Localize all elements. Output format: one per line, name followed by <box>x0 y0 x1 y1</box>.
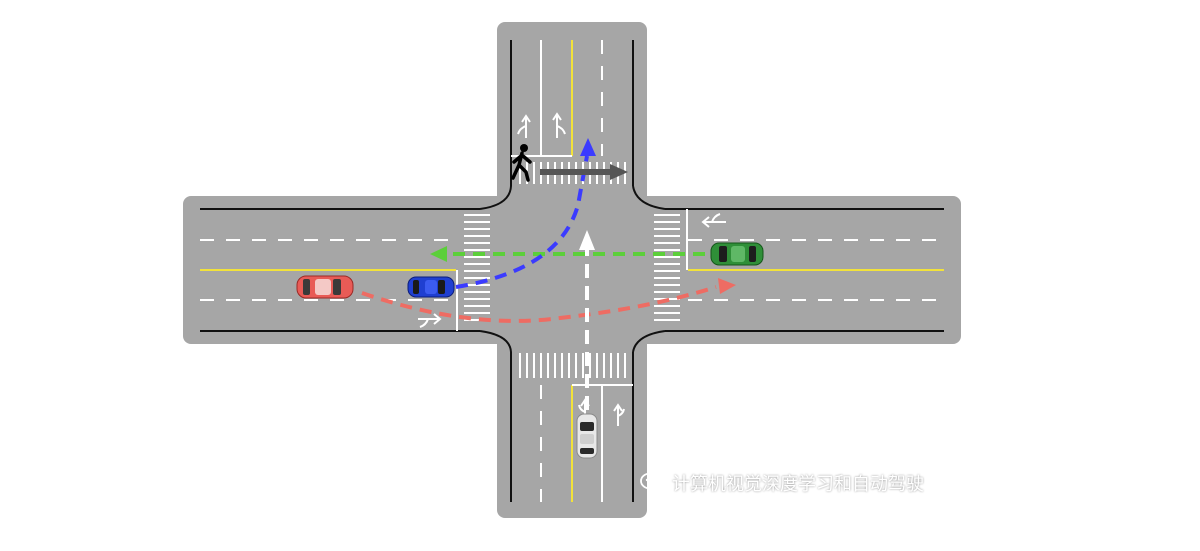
corner-curve <box>479 185 512 210</box>
road-arrows <box>418 112 726 426</box>
white-car <box>576 413 598 459</box>
blue-path-arrowhead <box>580 138 596 156</box>
road-surface <box>183 22 961 518</box>
corner-curve <box>479 330 512 353</box>
green-path-arrowhead <box>430 246 447 262</box>
crosswalk-east <box>654 214 680 321</box>
lane-arrow-west-lane <box>418 313 442 328</box>
watermark: 计算机视觉深度学习和自动驾驶 <box>640 470 924 496</box>
lane-markings <box>200 40 944 502</box>
red-path-arrowhead <box>718 278 736 294</box>
red-car-path <box>361 285 717 323</box>
corner-curve <box>632 330 666 353</box>
pedestrian-path-arrowhead <box>610 164 628 180</box>
crosswalk-south <box>519 353 626 378</box>
lane-arrow-south-right <box>613 403 625 426</box>
lane-arrow-straight-right <box>517 114 531 138</box>
lane-arrow-straight-left <box>552 112 566 138</box>
road-edges <box>200 40 944 502</box>
pedestrian-icon <box>511 144 532 182</box>
white-path-arrowhead <box>579 230 595 250</box>
trajectories <box>361 138 736 410</box>
vertical-road <box>497 22 647 518</box>
blue-car <box>407 276 455 298</box>
corner-curve <box>632 185 666 210</box>
green-car <box>710 242 764 266</box>
watermark-text: 计算机视觉深度学习和自动驾驶 <box>672 474 924 495</box>
yellow-center-lines <box>200 40 944 502</box>
blue-car-path <box>455 155 589 289</box>
lane-arrow-east-lane <box>701 213 726 228</box>
wechat-icon <box>640 472 666 493</box>
red-car <box>296 275 354 299</box>
